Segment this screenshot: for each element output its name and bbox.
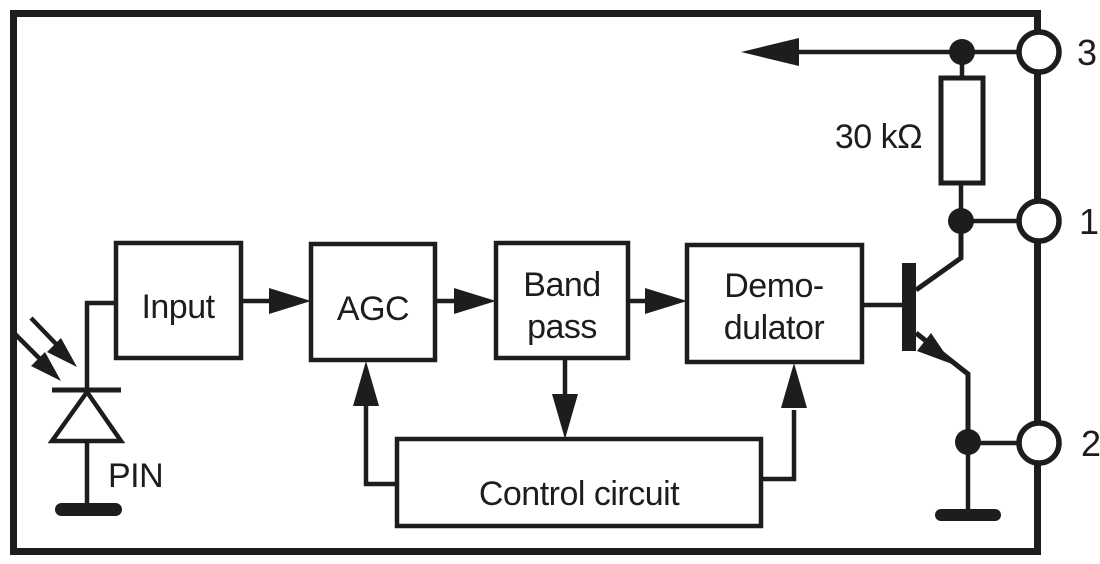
pin-3-terminal [1016, 29, 1062, 75]
block-agc-label: AGC [337, 290, 409, 328]
module-boundary [10, 10, 1041, 555]
block-input: Input [113, 240, 244, 361]
signal-arrow-bandpass-to-demodulator [628, 288, 687, 314]
signal-arrow-input-to-agc [241, 288, 311, 314]
block-demodulator: Demo- dulator [684, 242, 865, 365]
block-band-pass-label-line2: pass [527, 308, 597, 346]
emitter-ground-icon [935, 509, 1001, 521]
photodiode-ground-icon [55, 503, 122, 516]
signal-arrow-agc-to-bandpass [435, 288, 496, 314]
block-agc: AGC [308, 241, 438, 363]
block-band-pass: Band pass [493, 240, 631, 361]
transistor-emitter-arrow [917, 333, 952, 364]
feedback-arrow-control-to-demodulator [761, 363, 807, 482]
block-band-pass-label-line1: Band [523, 266, 600, 304]
resistor-symbol [938, 75, 986, 186]
photodiode-label: PIN [108, 457, 163, 495]
block-control-circuit-label: Control circuit [479, 475, 680, 513]
photodiode-to-input-wire [84, 300, 116, 390]
arrow-bandpass-to-control [552, 358, 578, 439]
block-demodulator-label-line1: Demo- [724, 267, 824, 305]
pin-2-terminal [1016, 420, 1062, 466]
feedback-arrow-control-to-agc [353, 361, 397, 487]
block-input-label: Input [141, 288, 215, 326]
junction-dot-pin2 [955, 429, 981, 455]
pin-2-label: 2 [1081, 423, 1100, 464]
light-ray-arrow-upper [29, 316, 77, 367]
photodiode-symbol [13, 300, 126, 516]
pin-1-label: 1 [1079, 201, 1099, 242]
block-control-circuit: Control circuit [394, 436, 764, 529]
pin-1-terminal [1016, 198, 1062, 244]
diode-triangle [47, 388, 126, 444]
junction-dot-pin3 [949, 39, 975, 65]
resistor-value-label: 30 kΩ [835, 118, 922, 156]
transistor-base-bar [902, 263, 916, 351]
light-ray-arrow-lower [13, 332, 61, 381]
output-arrow [741, 38, 1020, 66]
block-demodulator-label-line2: dulator [724, 309, 825, 347]
pin-3-label: 3 [1077, 32, 1097, 73]
npn-transistor-symbol [902, 221, 971, 442]
junction-dot-pin1 [948, 208, 974, 234]
